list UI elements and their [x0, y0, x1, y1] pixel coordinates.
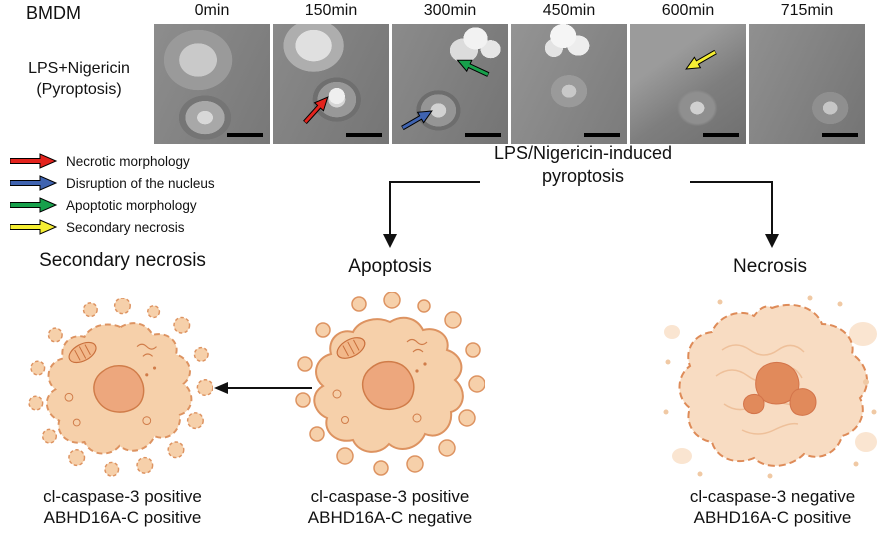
blue-arrow-icon	[10, 175, 58, 191]
treatment-label-line1: LPS+Nigericin	[28, 60, 130, 77]
timepoint-label: 600min	[661, 2, 715, 19]
micrograph-300min	[392, 24, 508, 144]
connector-to-apoptosis	[389, 181, 480, 236]
legend-item-secondary-necrosis: Secondary necrosis	[10, 216, 215, 238]
necrosis-cell-illustration	[660, 292, 880, 487]
flow-title-line1: LPS/Nigericin-induced	[493, 143, 673, 163]
secondary-necrosis-cell-illustration	[28, 297, 214, 483]
flow-title: LPS/Nigericin-induced pyroptosis	[458, 142, 708, 188]
micrograph-600min	[630, 24, 746, 144]
nucleus-disruption-arrow-icon	[400, 110, 433, 131]
treatment-label-line2: (Pyroptosis)	[36, 81, 122, 98]
apoptosis-to-secondary-necrosis-arrow	[214, 382, 312, 394]
apoptotic-morphology-arrow-icon	[456, 59, 490, 78]
red-arrow-icon	[10, 153, 58, 169]
legend-label: Apoptotic morphology	[66, 197, 197, 213]
micrograph-strip	[154, 24, 865, 144]
scale-bar	[703, 133, 739, 137]
cell-line-label: BMDM	[26, 3, 81, 23]
green-arrow-icon	[10, 197, 58, 213]
arrowhead-apoptosis	[383, 234, 397, 248]
arrow-legend: Necrotic morphology Disruption of the nu…	[10, 150, 215, 238]
flow-connectors	[383, 181, 779, 248]
apoptosis-cell-illustration	[295, 291, 486, 482]
flow-title-line2: pyroptosis	[541, 166, 625, 186]
timepoint-label: 150min	[304, 2, 358, 19]
caption-line: ABHD16A-C positive	[693, 508, 852, 527]
micrograph-450min	[511, 24, 627, 144]
timepoint-label: 0min	[194, 2, 230, 19]
secondary-necrosis-arrow-icon	[685, 49, 718, 70]
necrosis-title: Necrosis	[733, 256, 807, 277]
caption-line: ABHD16A-C positive	[43, 508, 202, 527]
micrograph-0min	[154, 24, 270, 144]
caption-line: cl-caspase-3 positive	[43, 487, 202, 506]
timepoint-labels-row: 0min 150min 300min 450min 600min 715min	[154, 2, 865, 20]
yellow-arrow-icon	[10, 219, 58, 235]
scale-bar	[227, 133, 263, 137]
caption-line: ABHD16A-C negative	[307, 508, 473, 527]
timepoint-label: 450min	[542, 2, 596, 19]
caption-line: cl-caspase-3 positive	[310, 487, 470, 506]
necrotic-morphology-arrow-icon	[302, 96, 329, 125]
legend-item-apoptotic: Apoptotic morphology	[10, 194, 215, 216]
legend-label: Necrotic morphology	[66, 153, 190, 169]
connector-to-necrosis	[690, 181, 773, 236]
caption-line: cl-caspase-3 negative	[689, 487, 856, 506]
legend-label: Secondary necrosis	[66, 219, 185, 235]
scale-bar	[346, 133, 382, 137]
scale-bar	[584, 133, 620, 137]
scale-bar	[465, 133, 501, 137]
legend-item-nucleus-disruption: Disruption of the nucleus	[10, 172, 215, 194]
secondary-necrosis-caption: cl-caspase-3 positive ABHD16A-C positive	[10, 486, 235, 528]
scale-bar	[822, 133, 858, 137]
treatment-label: LPS+Nigericin (Pyroptosis)	[6, 58, 152, 100]
legend-item-necrotic: Necrotic morphology	[10, 150, 215, 172]
apoptosis-title: Apoptosis	[348, 256, 432, 277]
timepoint-label: 300min	[423, 2, 477, 19]
timepoint-label: 715min	[780, 2, 834, 19]
legend-label: Disruption of the nucleus	[66, 175, 215, 191]
micrograph-150min	[273, 24, 389, 144]
arrowhead-necrosis	[765, 234, 779, 248]
secondary-necrosis-title: Secondary necrosis	[39, 250, 206, 271]
necrosis-caption: cl-caspase-3 negative ABHD16A-C positive	[655, 486, 883, 528]
apoptosis-caption: cl-caspase-3 positive ABHD16A-C negative	[280, 486, 500, 528]
micrograph-715min	[749, 24, 865, 144]
